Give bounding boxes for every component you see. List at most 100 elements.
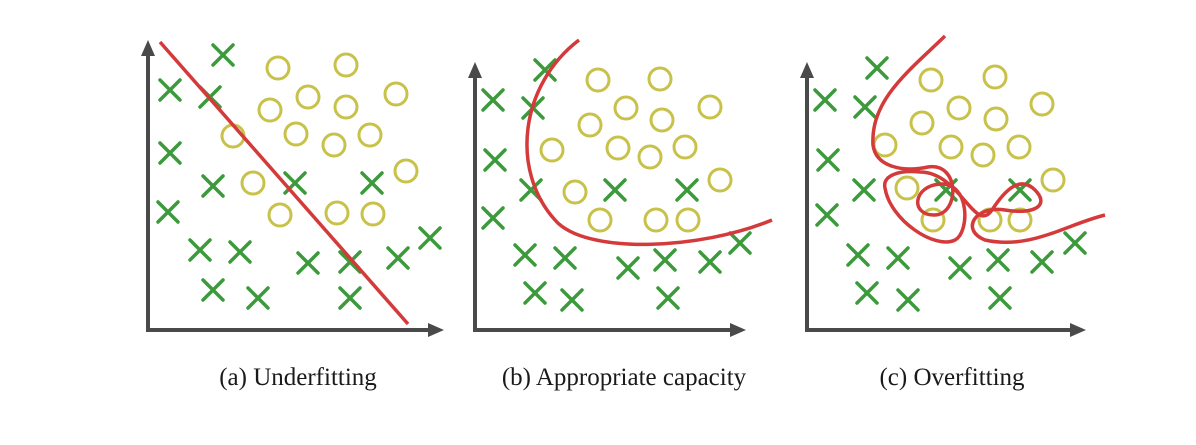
cross-marker-icon — [698, 250, 722, 274]
cross-marker-icon — [988, 286, 1012, 310]
circle-marker-icon — [267, 202, 293, 228]
circle-marker-icon — [360, 201, 386, 227]
circle-marker-icon — [946, 95, 972, 121]
cross-marker-icon — [513, 243, 537, 267]
circle-marker-icon — [605, 135, 631, 161]
cross-marker-icon — [481, 88, 505, 112]
panel-overfitting — [730, 0, 1196, 445]
caption-appropriate: (b) Appropriate capacity — [501, 364, 747, 391]
cross-marker-icon — [886, 246, 910, 270]
cross-marker-icon — [246, 286, 270, 310]
circle-marker-icon — [643, 207, 669, 233]
circle-marker-icon — [321, 132, 347, 158]
circles — [539, 66, 733, 233]
cross-marker-icon — [533, 58, 557, 82]
cross-marker-icon — [846, 243, 870, 267]
circle-marker-icon — [562, 179, 588, 205]
panel-appropriate — [400, 0, 800, 445]
decision-boundary — [158, 40, 410, 326]
circle-marker-icon — [383, 81, 409, 107]
circle-marker-icon — [1006, 134, 1032, 160]
circle-marker-icon — [295, 84, 321, 110]
circle-marker-icon — [257, 97, 283, 123]
circle-marker-icon — [920, 207, 946, 233]
circle-marker-icon — [675, 207, 701, 233]
cross-marker-icon — [158, 141, 182, 165]
cross-marker-icon — [338, 286, 362, 310]
circle-marker-icon — [970, 142, 996, 168]
circle-marker-icon — [587, 207, 613, 233]
circle-marker-icon — [333, 94, 359, 120]
cross-marker-icon — [616, 256, 640, 280]
cross-marker-icon — [728, 231, 752, 255]
circle-marker-icon — [1029, 91, 1055, 117]
cross-marker-icon — [656, 286, 680, 310]
cross-marker-icon — [853, 95, 877, 119]
circle-marker-icon — [240, 170, 266, 196]
circle-marker-icon — [357, 122, 383, 148]
cross-marker-icon — [228, 240, 252, 264]
cross-marker-icon — [560, 288, 584, 312]
x-axis-arrow-icon — [1070, 323, 1086, 337]
cross-marker-icon — [553, 246, 577, 270]
plot-underfitting — [141, 40, 444, 337]
circle-marker-icon — [585, 67, 611, 93]
cross-marker-icon — [523, 281, 547, 305]
cross-marker-icon — [896, 288, 920, 312]
decision-boundary — [871, 34, 1106, 245]
circle-marker-icon — [938, 134, 964, 160]
caption-underfitting: (a) Underfitting — [219, 364, 377, 391]
circle-marker-icon — [1007, 207, 1033, 233]
cross-marker-icon — [813, 88, 837, 112]
cross-marker-icon — [675, 178, 699, 202]
cross-marker-icon — [603, 178, 627, 202]
cross-marker-icon — [855, 281, 879, 305]
cross-marker-icon — [201, 278, 225, 302]
cross-marker-icon — [481, 206, 505, 230]
cross-marker-icon — [483, 148, 507, 172]
x-axis-arrow-icon — [428, 323, 444, 337]
panel-underfitting — [0, 0, 444, 445]
circle-marker-icon — [918, 67, 944, 93]
circle-marker-icon — [894, 175, 920, 201]
cross-marker-icon — [1063, 231, 1087, 255]
decision-boundary — [525, 38, 773, 247]
axes — [468, 62, 746, 337]
x-axis-arrow-icon — [730, 323, 746, 337]
axes — [800, 62, 1086, 337]
cross-marker-icon — [815, 203, 839, 227]
circle-marker-icon — [1040, 167, 1066, 193]
plot-appropriate — [468, 38, 773, 337]
cross-marker-icon — [360, 171, 384, 195]
circle-marker-icon — [649, 107, 675, 133]
cross-marker-icon — [986, 248, 1010, 272]
cross-marker-icon — [201, 174, 225, 198]
axes — [141, 40, 444, 337]
cross-marker-icon — [948, 256, 972, 280]
cross-marker-icon — [1030, 250, 1054, 274]
cross-marker-icon — [156, 200, 180, 224]
crosses — [156, 43, 442, 310]
circle-marker-icon — [613, 95, 639, 121]
cross-marker-icon — [816, 148, 840, 172]
plot-overfitting — [800, 34, 1106, 337]
circle-marker-icon — [672, 134, 698, 160]
circle-marker-icon — [324, 200, 350, 226]
cross-marker-icon — [865, 56, 889, 80]
cross-marker-icon — [158, 78, 182, 102]
circle-marker-icon — [577, 112, 603, 138]
cross-marker-icon — [338, 250, 362, 274]
cross-marker-icon — [852, 178, 876, 202]
crosses — [481, 58, 752, 312]
circle-marker-icon — [697, 94, 723, 120]
y-axis-arrow-icon — [468, 62, 482, 78]
cross-marker-icon — [653, 248, 677, 272]
circle-marker-icon — [982, 64, 1008, 90]
circle-marker-icon — [909, 110, 935, 136]
circles — [220, 52, 419, 228]
circle-marker-icon — [872, 132, 898, 158]
circle-marker-icon — [333, 52, 359, 78]
circle-marker-icon — [637, 144, 663, 170]
cross-marker-icon — [188, 238, 212, 262]
y-axis-arrow-icon — [800, 62, 814, 78]
